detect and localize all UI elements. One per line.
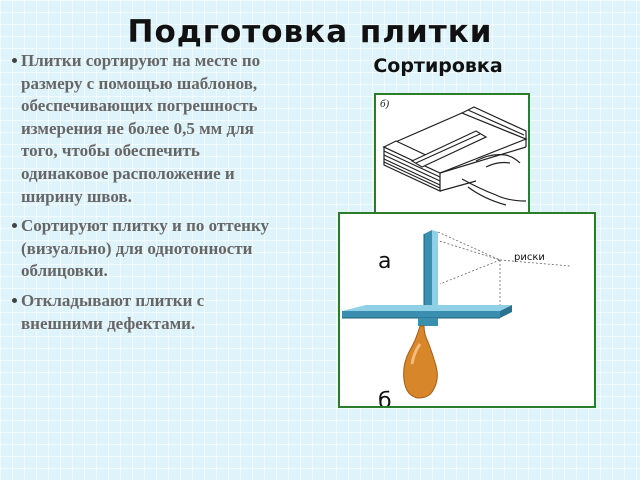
slide-title: Подготовка плитки — [127, 14, 493, 50]
template-drawing — [382, 106, 528, 206]
bullet-list: Плитки сортируют на месте по размеру с п… — [12, 50, 290, 342]
label-a: а — [378, 249, 391, 274]
bullet-dot-icon — [12, 58, 17, 63]
bullet-dot-icon — [12, 297, 17, 303]
bullet-item: Сортируют плитку и по оттенку (визуально… — [12, 215, 290, 283]
square-template-figure: а риски б — [338, 212, 596, 408]
handle — [403, 318, 438, 399]
label-b: б — [378, 389, 392, 406]
bullet-item: Откладывают плитки с внешними дефектами. — [12, 290, 290, 335]
mark-lines — [435, 231, 571, 310]
horizontal-blade — [342, 305, 512, 319]
bullet-item: Плитки сортируют на месте по размеру с п… — [12, 50, 290, 208]
label-riski: риски — [514, 252, 545, 263]
slide-subtitle: Сортировка — [373, 55, 503, 77]
figure-label: б) — [380, 98, 390, 110]
template-sketch-figure: б) — [374, 93, 530, 214]
bullet-dot-icon — [12, 223, 17, 229]
